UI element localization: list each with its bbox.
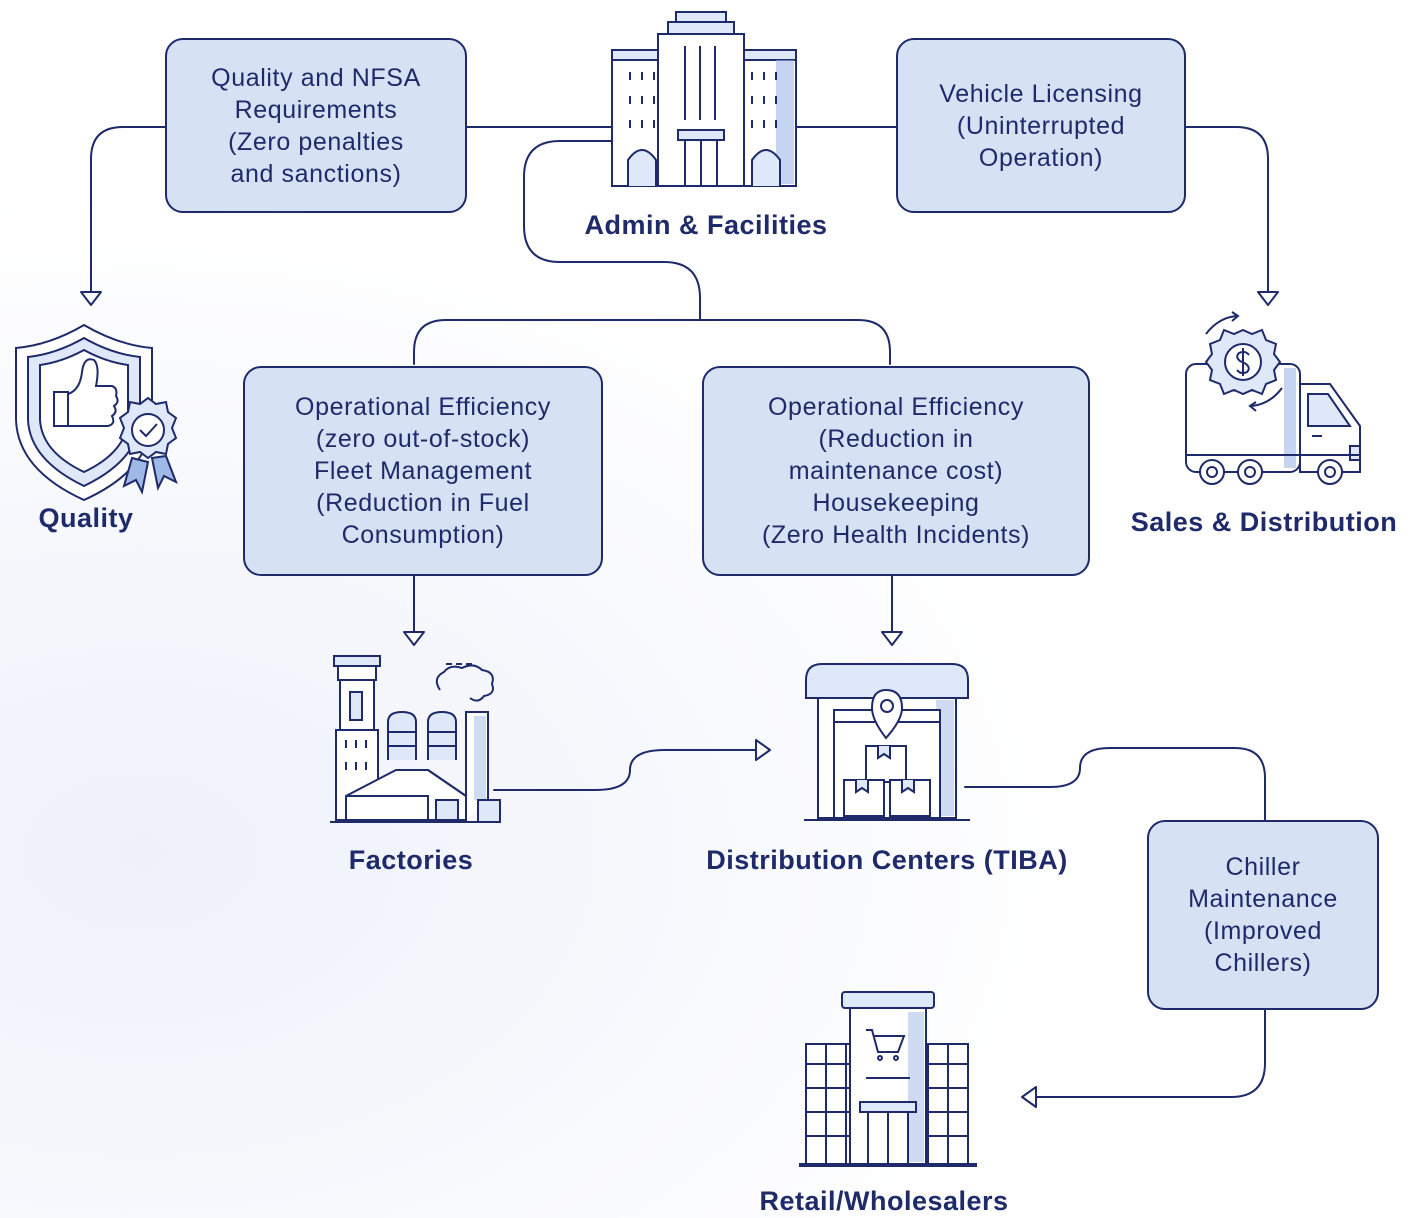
admin-facilities-label: Admin & Facilities (584, 210, 828, 240)
box-line: Requirements (234, 95, 398, 124)
box-line: Chiller (1225, 853, 1301, 881)
shield-thumbs-up-icon (15, 323, 178, 502)
operational-efficiency-fleet-box: Operational Efficiency (zero out-of-stoc… (243, 366, 603, 576)
box-line: Housekeeping (812, 489, 980, 517)
connector-admin-down (523, 140, 701, 321)
box-line: maintenance cost) (788, 457, 1004, 485)
warehouse-icon (804, 663, 970, 821)
box-line: (Uninterrupted (956, 112, 1126, 140)
arrowhead-distribution (881, 631, 903, 646)
box-line: (zero out-of-stock) (315, 425, 531, 453)
box-line: Quality and NFSA (211, 63, 421, 92)
box-line: Operation) (978, 144, 1104, 172)
arrowhead-distribution-left (755, 739, 771, 761)
quality-label: Quality (38, 503, 134, 533)
box-line: Vehicle Licensing (939, 80, 1143, 108)
arrowhead-sales (1257, 291, 1279, 306)
box-line: (Reduction in Fuel (316, 489, 530, 517)
box-line: Maintenance (1188, 885, 1338, 913)
arrowhead-retail (1021, 1086, 1037, 1108)
box-line: (Zero Health Incidents) (761, 521, 1031, 549)
operational-efficiency-housekeeping-box: Operational Efficiency (Reduction in mai… (702, 366, 1090, 576)
connector-chiller-to-retail (1035, 1008, 1266, 1098)
box-line: Chillers) (1214, 949, 1312, 977)
connector-split (413, 319, 891, 365)
retail-store-icon (799, 991, 977, 1167)
connector-distribution-to-chiller (964, 747, 1266, 821)
office-building-icon (611, 11, 797, 187)
quality-nfsa-box: Quality and NFSA Requirements (Zero pena… (165, 38, 467, 213)
factories-label: Factories (348, 845, 474, 875)
vehicle-licensing-box: Vehicle Licensing (Uninterrupted Operati… (896, 38, 1186, 213)
box-line: Consumption) (341, 521, 505, 549)
box-line: (Reduction in (818, 425, 974, 453)
arrowhead-factories (403, 631, 425, 646)
box-line: (Improved (1204, 917, 1322, 945)
box-line: (Zero penalties (228, 127, 404, 156)
retail-wholesalers-label: Retail/Wholesalers (759, 1186, 1009, 1216)
delivery-truck-icon (1185, 311, 1361, 485)
connector-quality-req-to-quality (90, 126, 167, 293)
sales-distribution-label: Sales & Distribution (1130, 507, 1398, 537)
distribution-centers-label: Distribution Centers (TIBA) (706, 845, 1068, 875)
box-line: Fleet Management (313, 457, 533, 485)
chiller-maintenance-box: Chiller Maintenance (Improved Chillers) (1147, 820, 1379, 1010)
box-line: Operational Efficiency (295, 393, 551, 421)
factory-icon (330, 655, 501, 823)
connector-vehicle-to-sales (1183, 126, 1269, 293)
box-line: Operational Efficiency (768, 393, 1024, 421)
box-line: and sanctions) (230, 159, 402, 188)
arrowhead-quality (80, 291, 102, 306)
connector-factories-to-distribution (493, 749, 757, 791)
